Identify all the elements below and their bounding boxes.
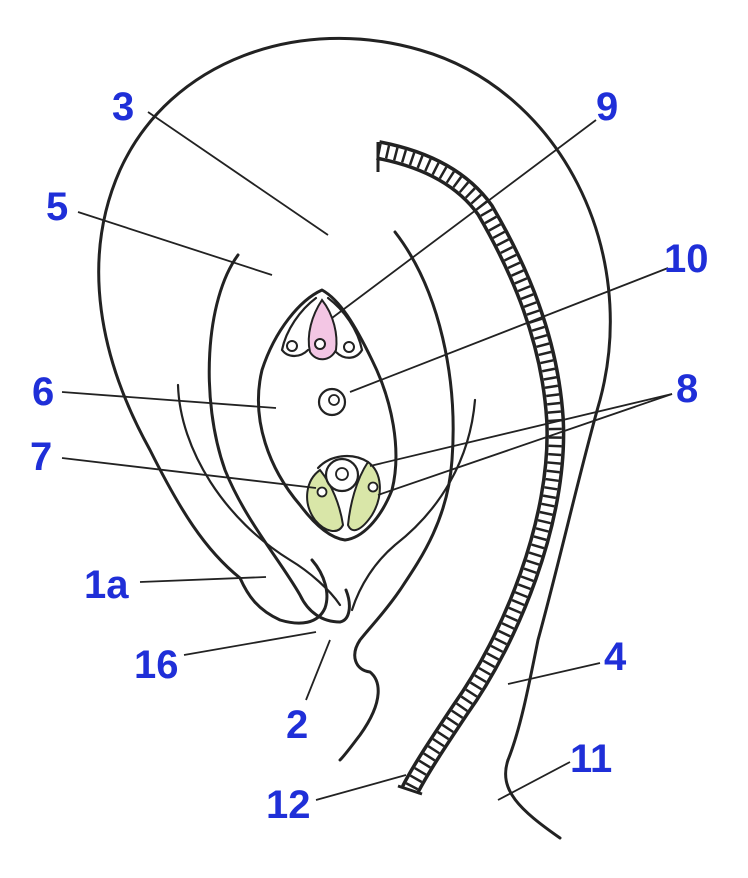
label-1a: 1a — [84, 563, 129, 607]
label-6: 6 — [32, 370, 54, 414]
leader-9 — [331, 119, 597, 319]
egg-apparatus-left — [280, 296, 318, 358]
leader-5 — [77, 211, 273, 276]
label-4: 4 — [604, 635, 627, 679]
label-16: 16 — [134, 643, 179, 687]
label-12: 12 — [266, 783, 311, 827]
leader-8b — [377, 393, 673, 496]
label-10: 10 — [664, 237, 709, 281]
leader-2 — [305, 639, 331, 701]
antipodal-left — [306, 468, 345, 532]
antipodal-nucleus-left — [316, 486, 328, 498]
leader-7 — [61, 457, 317, 489]
leader-6 — [61, 391, 277, 409]
nucellus-left-line — [176, 383, 342, 607]
label-5: 5 — [46, 185, 68, 229]
antipodal-right — [346, 460, 381, 532]
antipodal-cell-inner — [335, 467, 349, 481]
leader-12 — [315, 774, 407, 801]
leader-1a — [139, 576, 267, 583]
embryo-sac-outline — [257, 288, 398, 542]
label-7: 7 — [30, 435, 52, 479]
leader-10 — [349, 267, 669, 393]
funiculus-outer-line — [504, 758, 562, 840]
synergid-cell — [307, 298, 338, 361]
leader-16 — [183, 631, 317, 656]
label-3: 3 — [112, 85, 134, 129]
leader-8a — [369, 393, 673, 467]
antipodal-boundary — [316, 454, 370, 470]
label-8: 8 — [676, 367, 698, 411]
inner-integument-right — [338, 230, 455, 762]
outer-integument-outline — [97, 36, 612, 762]
vascular-bundle — [376, 140, 566, 796]
label-9: 9 — [596, 85, 618, 129]
label-11: 11 — [570, 737, 612, 781]
inner-integument-left — [207, 253, 351, 624]
central-cell-nucleus-inner — [328, 394, 340, 406]
leader-3 — [147, 111, 329, 236]
label-2: 2 — [286, 703, 308, 747]
leader-4 — [507, 662, 601, 685]
egg-nucleus-right — [343, 341, 355, 353]
antipodal-nucleus-right — [367, 481, 379, 493]
egg-nucleus-center — [314, 338, 326, 350]
leader-11 — [497, 761, 571, 801]
egg-apparatus-right — [326, 296, 364, 359]
egg-nucleus-left — [286, 340, 298, 352]
